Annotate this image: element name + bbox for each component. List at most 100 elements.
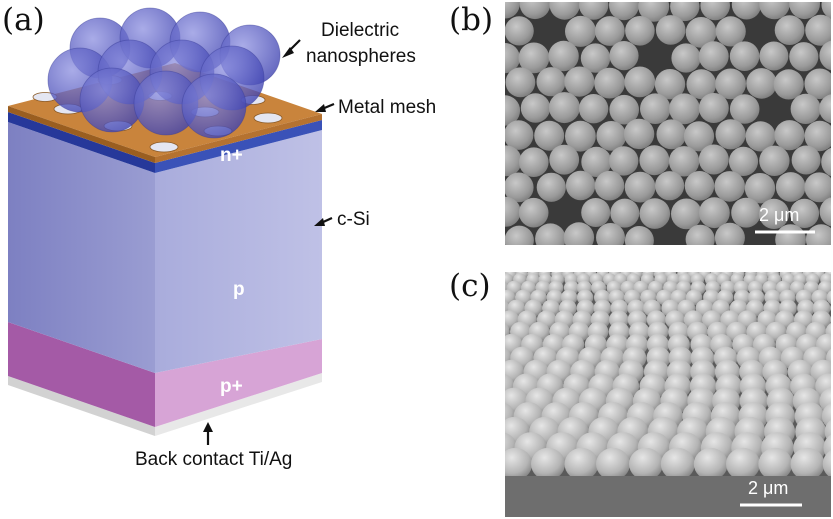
sem-sphere (565, 170, 596, 201)
sem-sphere (519, 2, 551, 20)
sem-sphere (698, 144, 729, 175)
sem-sphere (549, 144, 580, 175)
p-plus-right (155, 339, 322, 427)
sem-sphere (594, 170, 625, 201)
sem-sphere (683, 121, 715, 152)
sem-sphere (731, 2, 762, 20)
sem-sphere (789, 2, 820, 20)
label-n-plus: n+ (220, 145, 243, 166)
sem-sphere (819, 197, 831, 227)
sem-sphere (744, 173, 776, 204)
metal-mesh-front-edge (8, 106, 155, 163)
sem-sphere (564, 66, 595, 97)
sem-sphere (638, 2, 670, 22)
panel-c-letter: (c) (449, 268, 491, 304)
sem-sphere (759, 41, 789, 71)
sem-sphere (805, 224, 831, 245)
sem-sphere (790, 447, 825, 481)
sem-sphere (830, 304, 831, 312)
sem-sphere (535, 223, 566, 245)
sem-sphere (536, 67, 566, 97)
sem-sphere (698, 93, 729, 123)
sem-sphere (624, 171, 656, 203)
sem-sphere (520, 93, 551, 123)
sem-sphere (505, 272, 507, 278)
sem-sphere (580, 43, 611, 73)
sem-sphere (826, 290, 831, 305)
scale-label-top: 2 μm (759, 205, 799, 225)
sem-sphere (729, 94, 760, 124)
sem-sphere (581, 146, 612, 177)
sem-sphere (594, 16, 625, 46)
sem-sphere (715, 68, 746, 100)
sem-sphere (726, 447, 760, 481)
sem-sphere (505, 225, 534, 245)
sem-sphere (563, 222, 595, 245)
sem-sphere (655, 15, 686, 45)
n-plus-front (8, 112, 155, 173)
panel-c: (c) 2 μm (449, 268, 831, 517)
sem-sphere (610, 198, 640, 228)
sem-sphere (549, 2, 580, 20)
sem-sphere (505, 43, 520, 74)
sem-sphere (609, 146, 639, 176)
sem-sphere (596, 120, 627, 151)
sem-sphere (731, 197, 761, 228)
label-dielectric-line2: nanospheres (306, 46, 416, 67)
sem-sphere (505, 120, 534, 150)
sem-sphere (774, 15, 805, 45)
sem-sphere (536, 172, 566, 202)
sem-sphere (505, 196, 521, 227)
sem-sphere (804, 68, 831, 100)
sem-sphere (519, 147, 549, 177)
sem-sphere (669, 93, 700, 125)
sem-sphere (579, 2, 609, 20)
sem-sphere (505, 95, 521, 126)
sem-sphere (819, 40, 831, 71)
sem-spheres-bottom (505, 272, 831, 481)
sem-sphere (639, 145, 670, 176)
scale-label-bottom: 2 μm (748, 478, 788, 498)
sem-sphere (693, 447, 728, 481)
sem-sphere (745, 121, 776, 152)
sem-sphere (654, 69, 686, 100)
panel-b: (b) 2 μm (449, 2, 831, 245)
sem-sphere (518, 197, 549, 228)
sem-sphere (699, 197, 730, 229)
annotation-arrows (203, 39, 335, 445)
sem-sphere (805, 14, 831, 46)
sem-sphere (790, 93, 821, 124)
sem-sphere (671, 198, 702, 230)
sem-sphere (830, 315, 831, 324)
sem-sphere (624, 226, 654, 245)
sem-sphere (715, 16, 746, 47)
sem-sphere (565, 120, 596, 152)
panel-b-letter: (b) (449, 2, 493, 38)
sem-sphere (505, 67, 536, 98)
sem-sphere (624, 66, 656, 98)
sem-sphere (821, 2, 831, 19)
sem-sphere (671, 43, 701, 73)
sem-sphere (700, 2, 730, 21)
label-c-si: c-Si (337, 209, 370, 230)
sem-sphere (596, 223, 625, 245)
sem-sphere (774, 120, 805, 151)
sem-sphere (789, 42, 819, 72)
sem-sphere (668, 146, 700, 177)
sem-sphere (729, 41, 760, 71)
p-plus-front (8, 322, 155, 427)
sem-sphere (534, 120, 565, 151)
sem-sphere (804, 120, 831, 152)
label-metal-mesh: Metal mesh (338, 97, 436, 118)
sem-sphere (773, 69, 804, 100)
sem-sphere (758, 447, 793, 481)
sem-sphere (759, 2, 790, 20)
sem-sphere (819, 94, 831, 124)
sem-sphere (625, 15, 655, 46)
sem-sphere (505, 2, 520, 19)
label-p: p (233, 279, 245, 300)
sem-sphere (656, 119, 687, 150)
sem-sphere (821, 147, 831, 177)
